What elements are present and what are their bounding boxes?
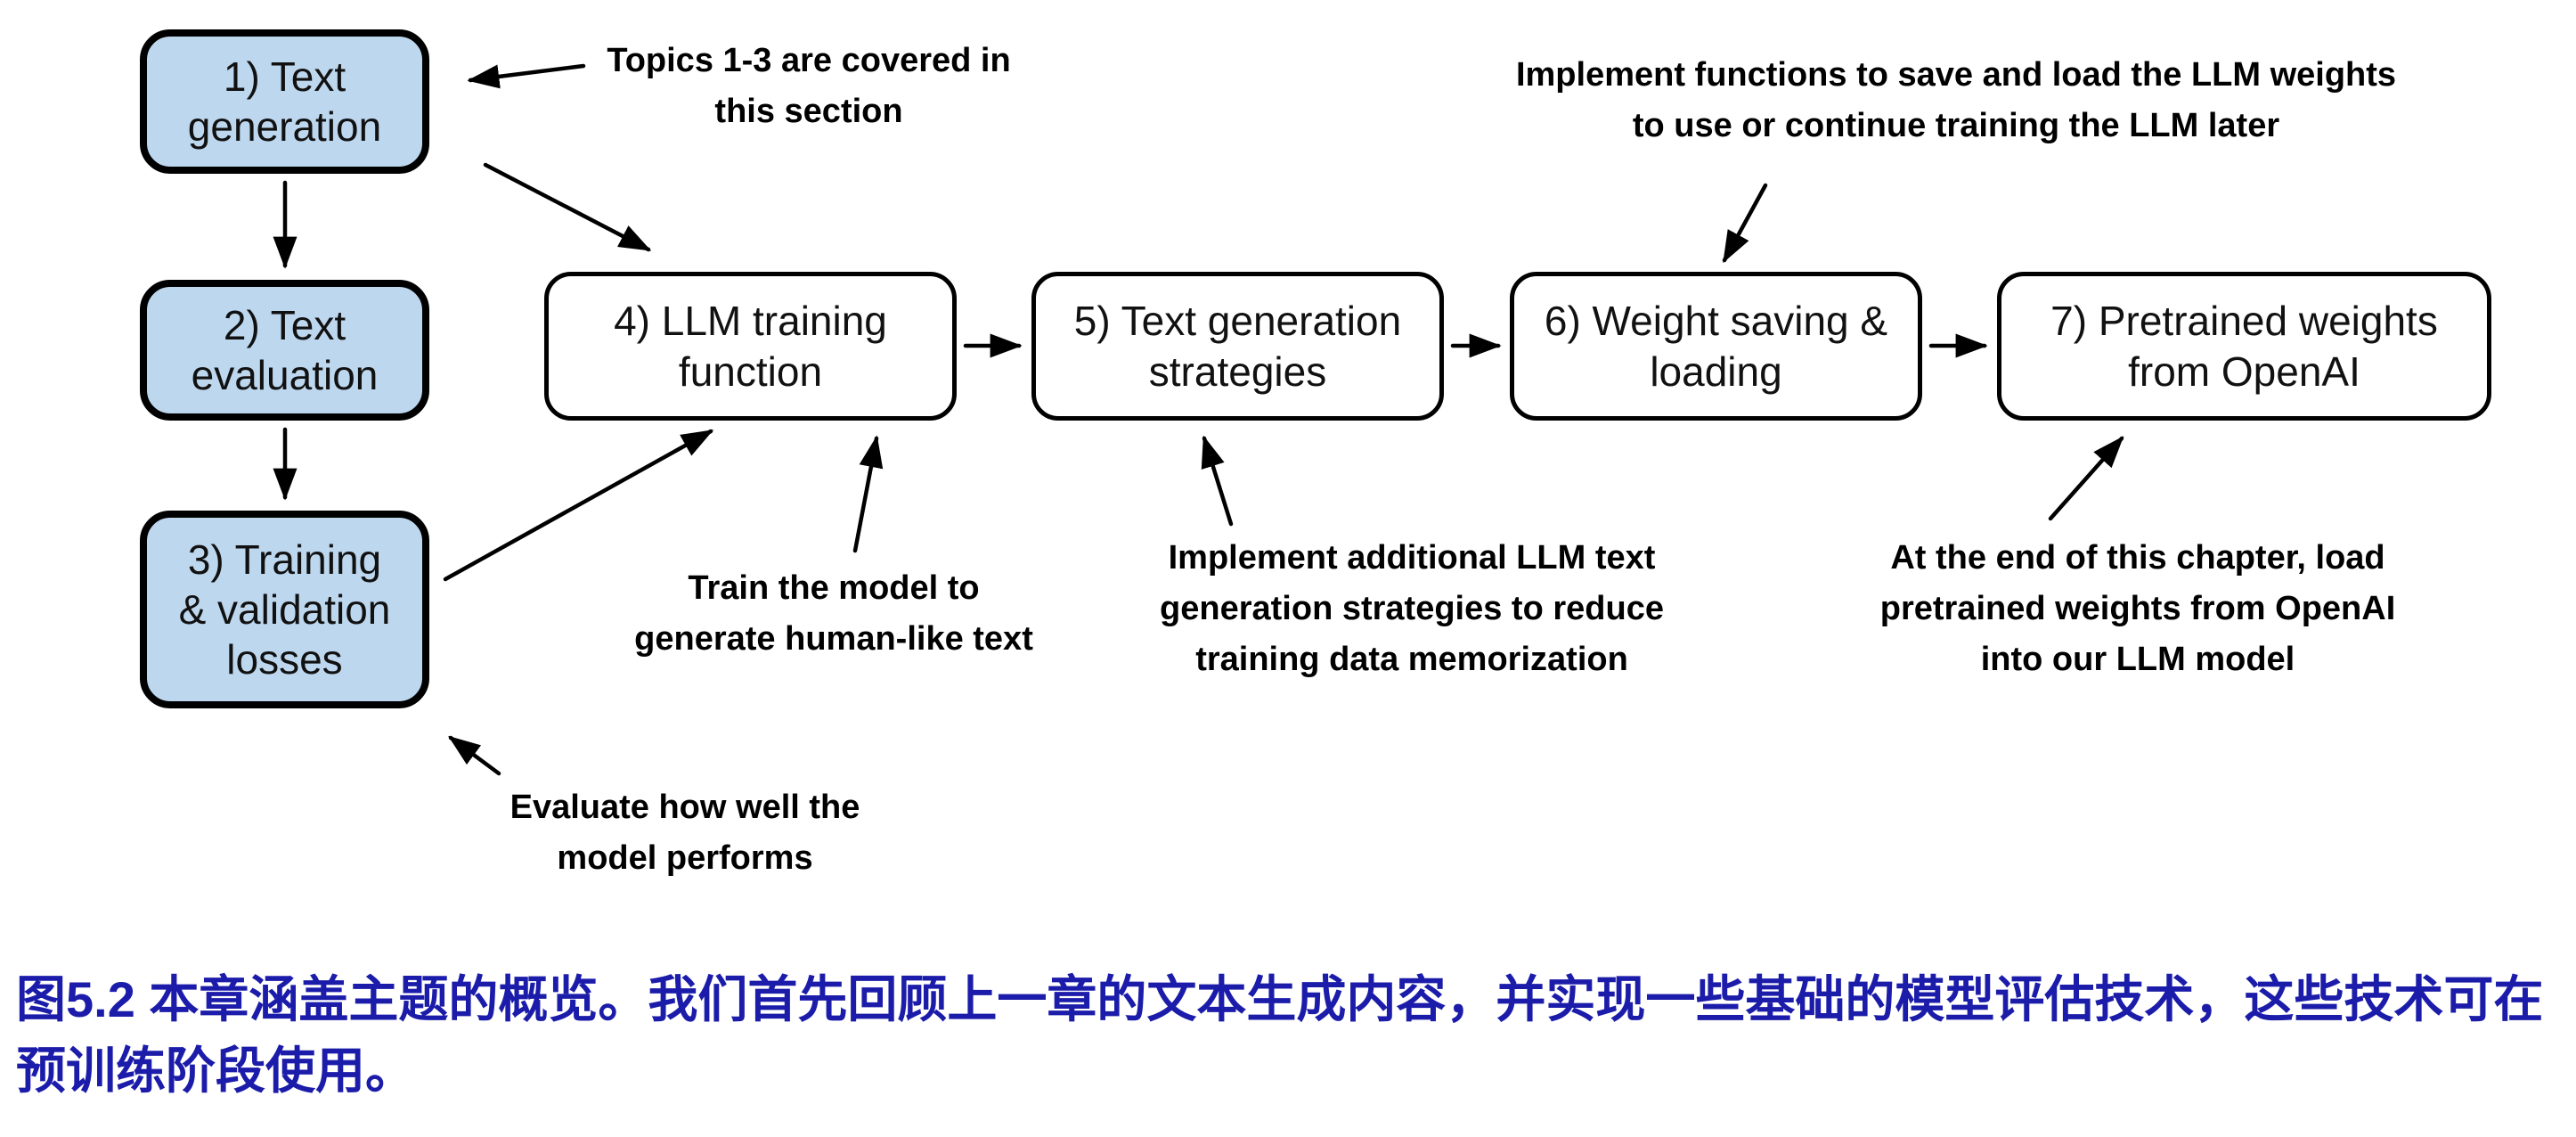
- note-save-load-weights: Implement functions to save and load the…: [1515, 56, 2397, 144]
- arrow-box3-to-box4: [443, 429, 714, 582]
- arrow-box1-to-box4: [483, 162, 652, 252]
- note-train-model: Train the model to generate human-like t…: [634, 569, 1033, 658]
- arrow-evaluate-note-to-box3: [448, 735, 501, 776]
- note-evaluate-model: Evaluate how well the model performs: [509, 789, 860, 877]
- arrow-openai-note-to-box7: [2048, 436, 2124, 521]
- note-generation-strategies: Implement additional LLM text generation…: [1160, 539, 1664, 678]
- note-load-openai-weights: At the end of this chapter, load pretrai…: [1879, 539, 2396, 678]
- box-weight-saving-loading: 6) Weight saving & loading: [1510, 272, 1922, 421]
- note-topics-covered: Topics 1-3 are covered in this section: [607, 42, 1011, 130]
- arrow-strategies-note-to-box5: [1201, 435, 1234, 527]
- box-text-generation-strategies: 5) Text generation strategies: [1031, 272, 1444, 421]
- box-text-generation: 1) Text generation: [140, 29, 429, 174]
- box-llm-training-function: 4) LLM training function: [544, 272, 957, 421]
- arrow-train-note-to-box4: [852, 435, 884, 553]
- box-pretrained-weights-openai: 7) Pretrained weights from OpenAI: [1997, 272, 2491, 421]
- box-training-validation-losses: 3) Training & validation losses: [140, 511, 429, 708]
- arrow-save-load-note-to-box6: [1722, 183, 1768, 264]
- box-text-evaluation: 2) Text evaluation: [140, 280, 429, 421]
- figure-caption: 图5.2 本章涵盖主题的概览。我们首先回顾上一章的文本生成内容，并实现一些基础的…: [16, 971, 2544, 1099]
